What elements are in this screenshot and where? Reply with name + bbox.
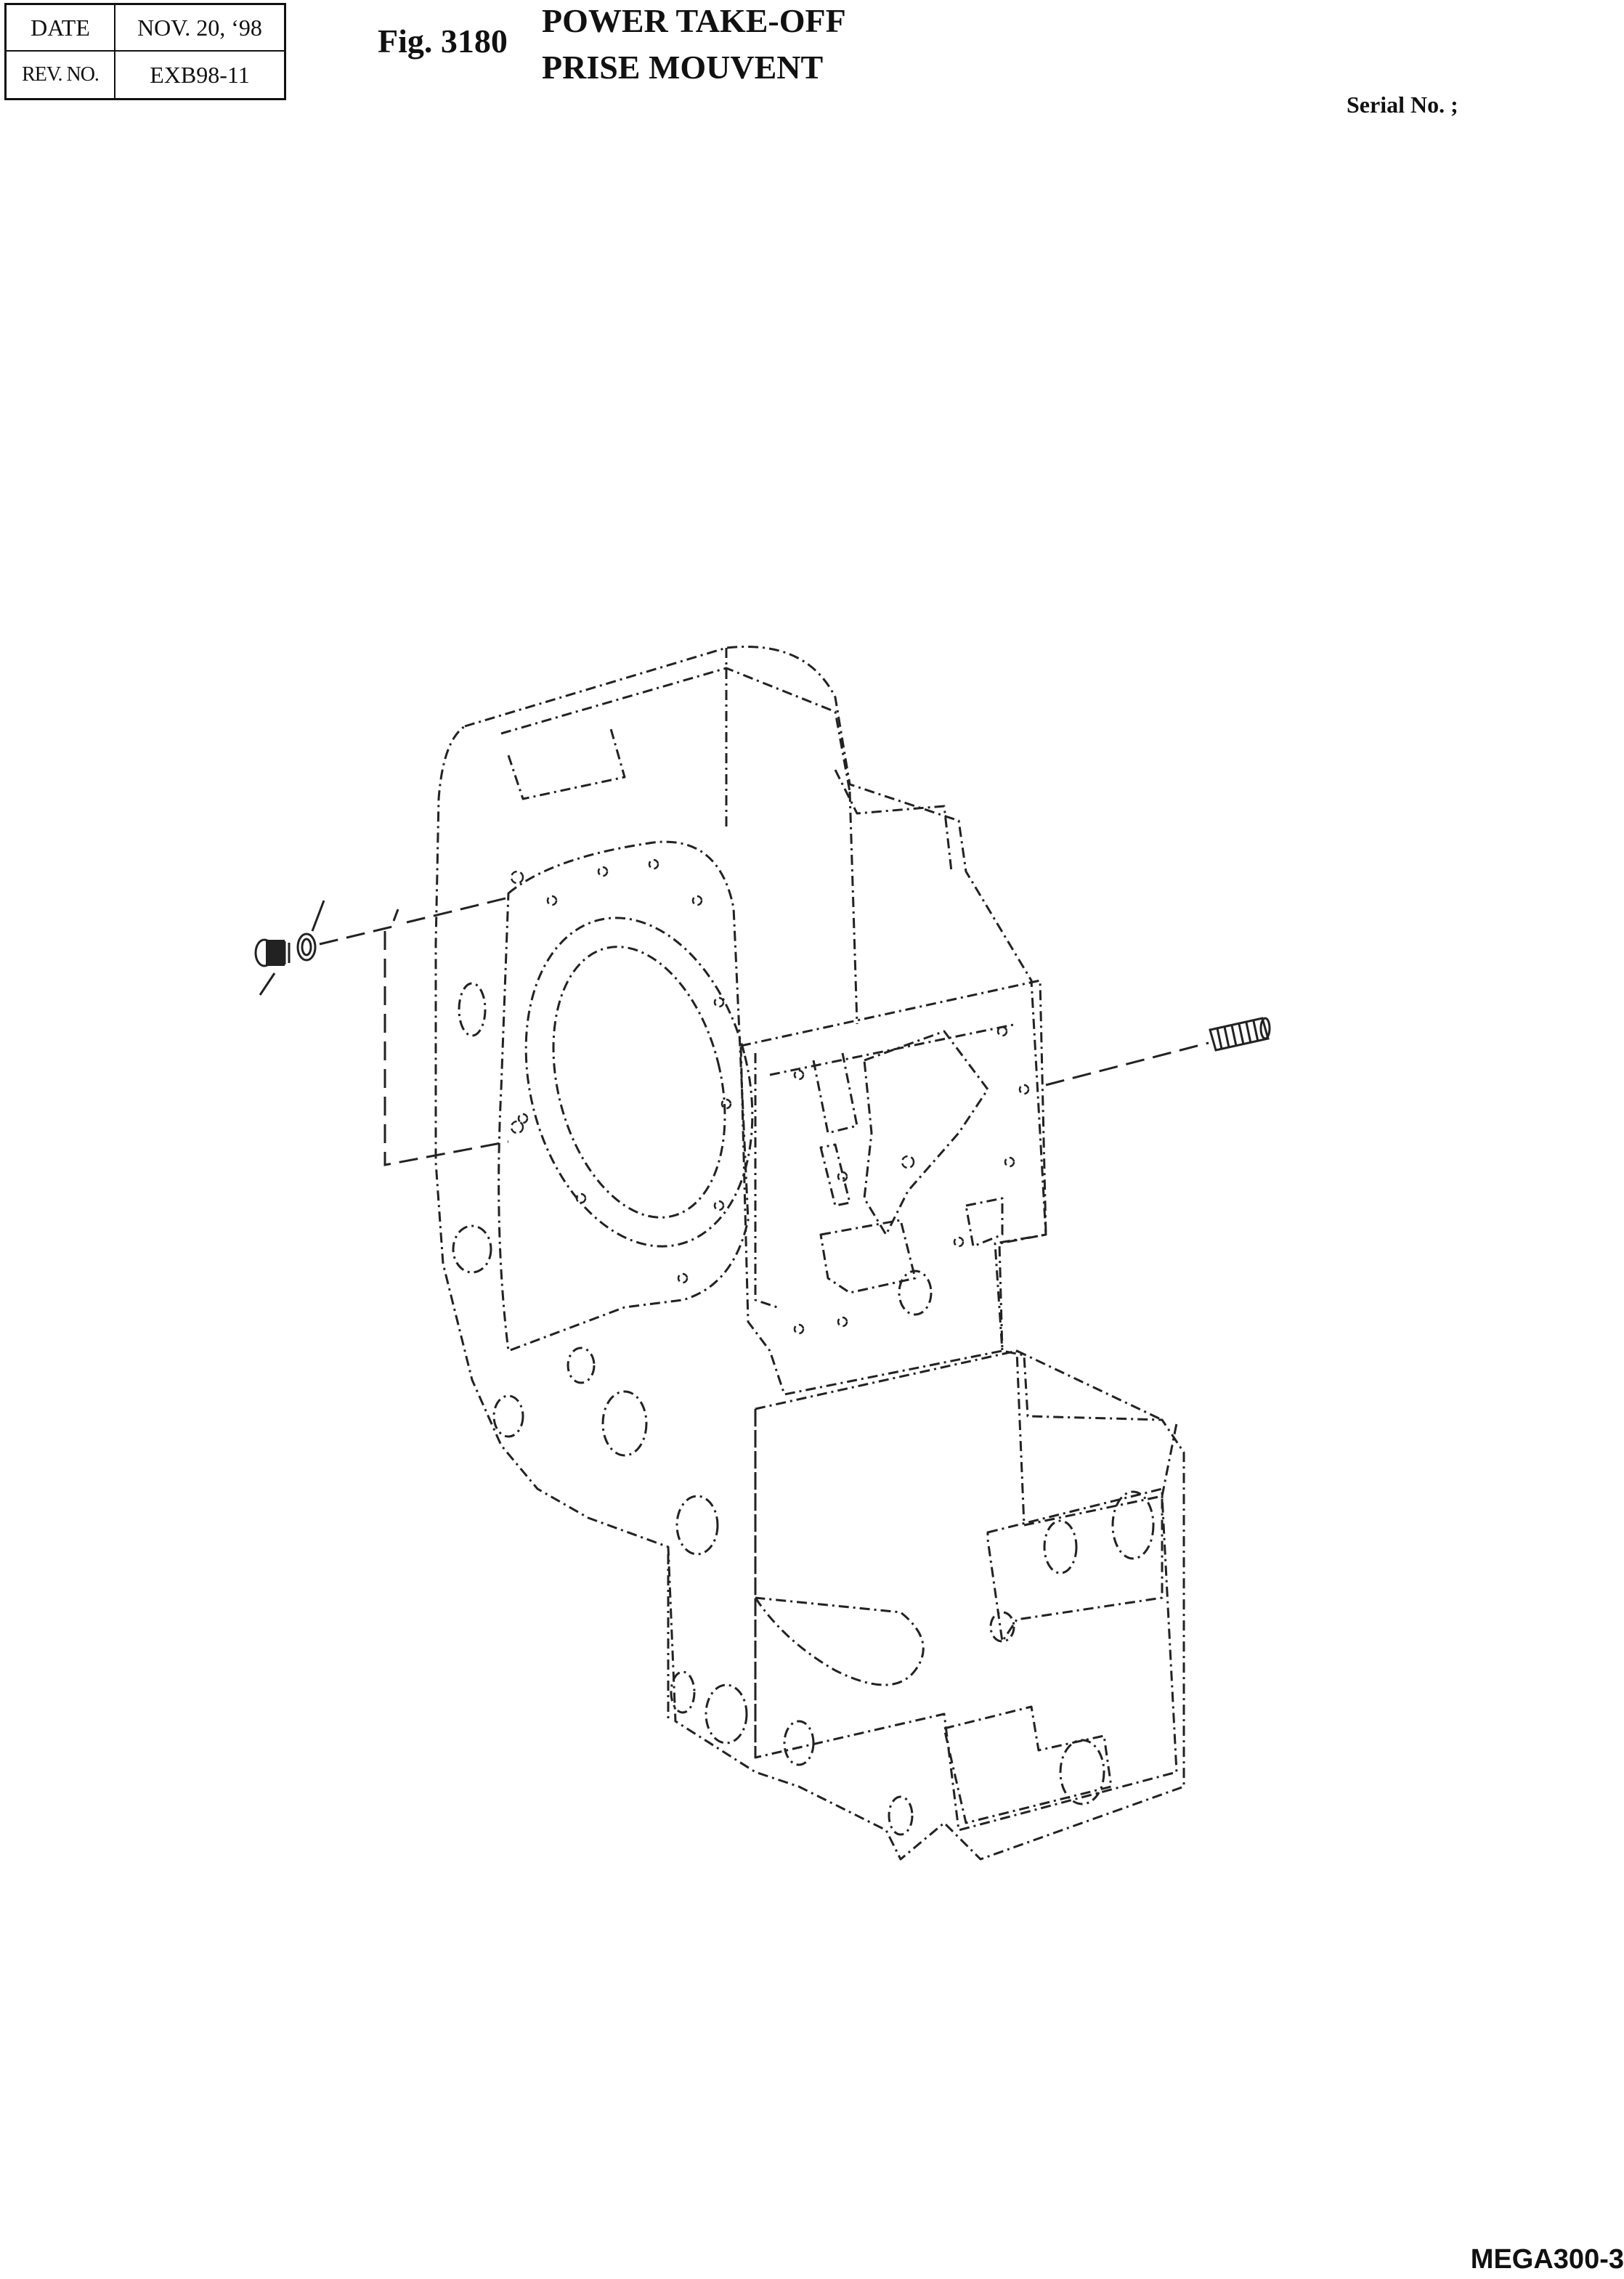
threaded-stud-icon	[1209, 1017, 1271, 1052]
o-ring-icon	[296, 900, 325, 962]
serial-number-label: Serial No. ;	[1347, 92, 1458, 118]
leader-tick	[392, 909, 399, 922]
figure-title-english: POWER TAKE-OFF	[542, 2, 846, 39]
date-value: NOV. 20, ‘98	[115, 5, 284, 52]
figure-title-french: PRISE MOUVENT	[542, 49, 824, 86]
date-label: DATE	[7, 5, 115, 52]
figure-number: Fig. 3180	[378, 23, 508, 60]
plug-leader-line	[319, 896, 509, 1166]
rev-no-label: REV. NO.	[7, 52, 115, 98]
transmission-housing-icon	[434, 645, 1185, 1861]
threaded-plug-icon	[254, 938, 291, 996]
drawing-code: MEGA300-3	[1470, 2244, 1624, 2275]
revision-table: DATE NOV. 20, ‘98 REV. NO. EXB98-11	[4, 3, 286, 100]
rev-no-value: EXB98-11	[150, 61, 250, 88]
stud-leader-line	[1045, 1041, 1209, 1086]
